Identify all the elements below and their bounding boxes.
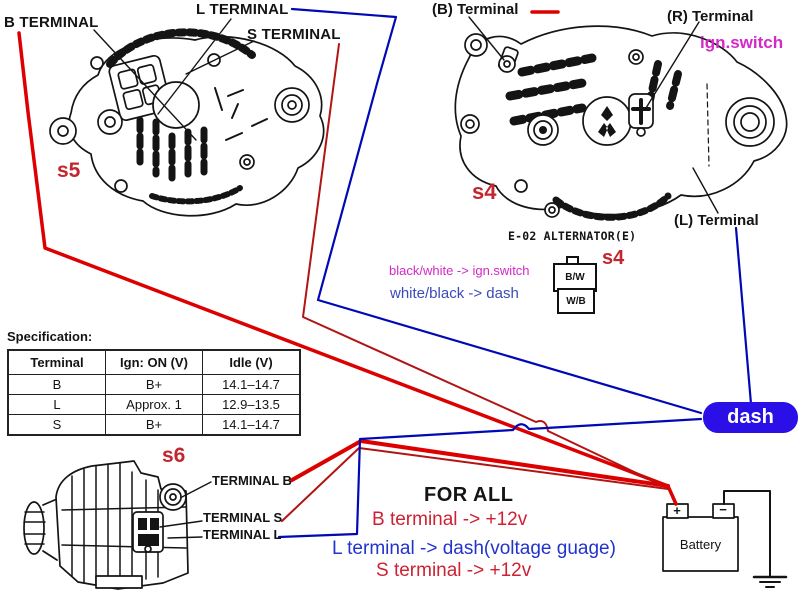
for-all-heading: FOR ALL xyxy=(424,484,514,506)
wire-s5-s-to-battery xyxy=(302,43,669,489)
connector-bw-label: B/W xyxy=(565,272,585,283)
ground-symbol xyxy=(752,575,788,588)
cell-s-idle: 14.1–14.7 xyxy=(202,414,301,436)
spec-col-ign-on: Ign: ON (V) xyxy=(105,349,203,375)
note-b-terminal: B terminal -> +12v xyxy=(372,509,528,530)
s4-caption: E-02 ALTERNATOR(E) xyxy=(508,229,637,243)
dash-node: dash xyxy=(703,402,798,433)
s5-l-terminal-label: L TERMINAL xyxy=(196,1,289,18)
s4-connector-tag: s4 xyxy=(602,247,625,269)
cell-b-ign: B+ xyxy=(105,374,203,395)
spec-col-idle: Idle (V) xyxy=(202,349,301,375)
battery-negative-wire xyxy=(723,490,771,578)
s6-terminal-s-label: TERMINAL S xyxy=(203,510,283,525)
cell-b-terminal: B xyxy=(7,374,106,395)
cell-l-terminal: L xyxy=(7,394,106,415)
wire-s5-l-to-dash xyxy=(290,7,703,415)
wire-s4-l-to-dash xyxy=(734,226,753,406)
cell-s-terminal: S xyxy=(7,414,106,436)
ign-switch-label: ign.switch xyxy=(700,33,784,52)
wire-battery-positive-feed xyxy=(666,484,678,506)
battery-label: Battery xyxy=(679,536,722,552)
connector-blue-note: white/black -> dash xyxy=(390,285,519,302)
label-leader-lines xyxy=(93,16,719,539)
s4-tag: s4 xyxy=(472,179,497,204)
s4-r-terminal-label: (R) Terminal xyxy=(667,8,754,25)
cell-l-ign: Approx. 1 xyxy=(105,394,203,415)
s5-tag: s5 xyxy=(57,159,81,182)
cell-l-idle: 12.9–13.5 xyxy=(202,394,301,415)
alternator-s6-drawing xyxy=(23,460,189,590)
wire-s6-l-to-dash xyxy=(277,417,703,539)
s6-tag: s6 xyxy=(162,444,186,467)
table-row: B B+ 14.1–14.7 xyxy=(7,374,301,395)
s6-terminal-b-label: TERMINAL B xyxy=(212,473,292,488)
spec-col-terminal: Terminal xyxy=(7,349,106,375)
wire-s5-b-to-battery xyxy=(17,31,670,488)
alternator-s5-drawing xyxy=(49,28,325,217)
s6-terminal-l-label: TERMINAL L xyxy=(203,527,282,542)
s5-b-terminal-label: B TERMINAL xyxy=(4,14,99,31)
cell-s-ign: B+ xyxy=(105,414,203,436)
s4-b-terminal-label: (B) Terminal xyxy=(432,1,519,18)
battery-drawing xyxy=(662,490,788,588)
table-row: S B+ 14.1–14.7 xyxy=(7,414,301,436)
table-row: L Approx. 1 12.9–13.5 xyxy=(7,394,301,415)
connector-wb-box: W/B xyxy=(557,288,595,314)
spec-table: Terminal Ign: ON (V) Idle (V) B B+ 14.1–… xyxy=(7,349,301,436)
note-s-terminal: S terminal -> +12v xyxy=(376,560,532,581)
s4-l-terminal-label: (L) Terminal xyxy=(674,212,759,229)
s5-s-terminal-label: S TERMINAL xyxy=(247,26,341,43)
connector-magenta-note: black/white -> ign.switch xyxy=(389,263,530,278)
note-l-terminal: L terminal -> dash(voltage guage) xyxy=(332,538,616,559)
alternator-s4-drawing xyxy=(454,25,788,221)
connector-wb-label: W/B xyxy=(566,295,586,307)
battery-minus-terminal: − xyxy=(719,501,727,517)
battery-plus-terminal: + xyxy=(673,502,681,518)
cell-b-idle: 14.1–14.7 xyxy=(202,374,301,395)
spec-table-title: Specification: xyxy=(7,329,93,344)
dash-label: dash xyxy=(727,406,774,428)
